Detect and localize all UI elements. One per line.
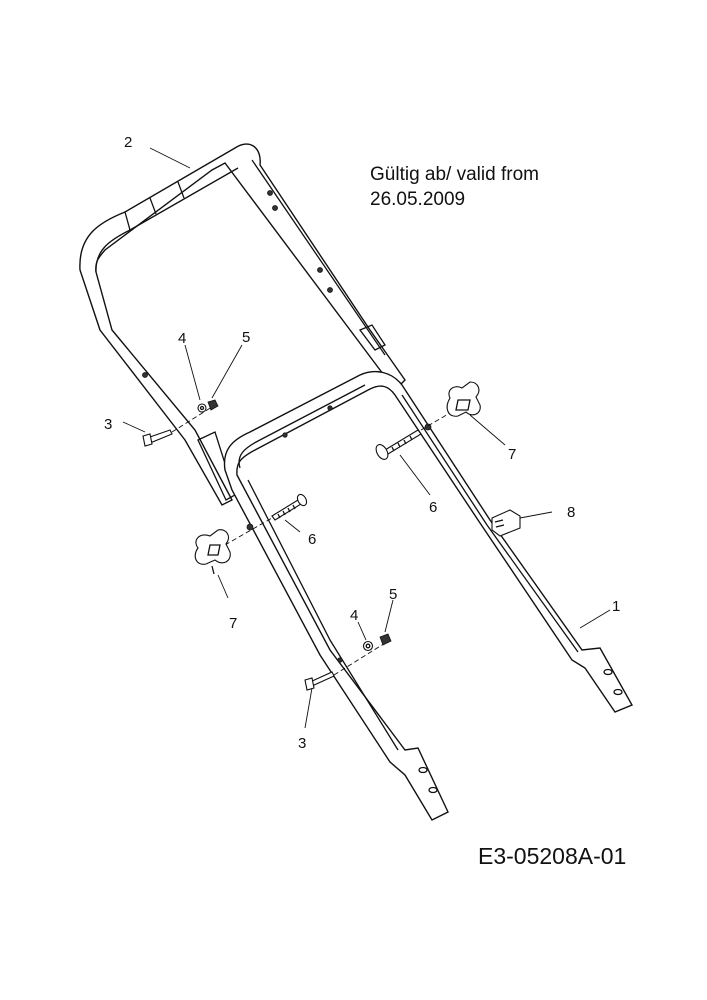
left-knob-assembly [194,493,308,575]
callout-7-left: 7 [229,615,237,632]
callout-5-upper: 5 [242,329,250,346]
callout-5-lower: 5 [389,586,397,603]
upper-left-hardware [142,399,219,447]
callout-6-right: 6 [429,499,437,516]
callout-4-lower: 4 [350,607,358,624]
callout-2: 2 [124,134,132,151]
leader-lines [122,147,611,729]
callout-8: 8 [567,504,575,521]
drawing-code: E3-05208A-01 [478,843,627,869]
lower-left-hardware [304,633,392,691]
callout-1: 1 [612,598,620,615]
validity-line-1: Gültig ab/ valid from [370,164,539,185]
lower-handle [223,370,633,821]
upper-handle [79,143,406,506]
callout-3-lower: 3 [298,735,306,752]
validity-line-2: 26.05.2009 [370,189,466,210]
cable-clip [491,509,521,537]
validity-note: Gültig ab/ valid from 26.05.2009 [370,162,539,212]
callout-6-left: 6 [308,531,316,548]
callout-labels: 1 2 3 3 4 4 5 5 6 6 7 7 8 [104,134,620,752]
callout-4-upper: 4 [178,330,186,347]
callout-3-upper: 3 [104,416,112,433]
right-knob-assembly [375,381,481,460]
callout-7-right: 7 [508,446,516,463]
